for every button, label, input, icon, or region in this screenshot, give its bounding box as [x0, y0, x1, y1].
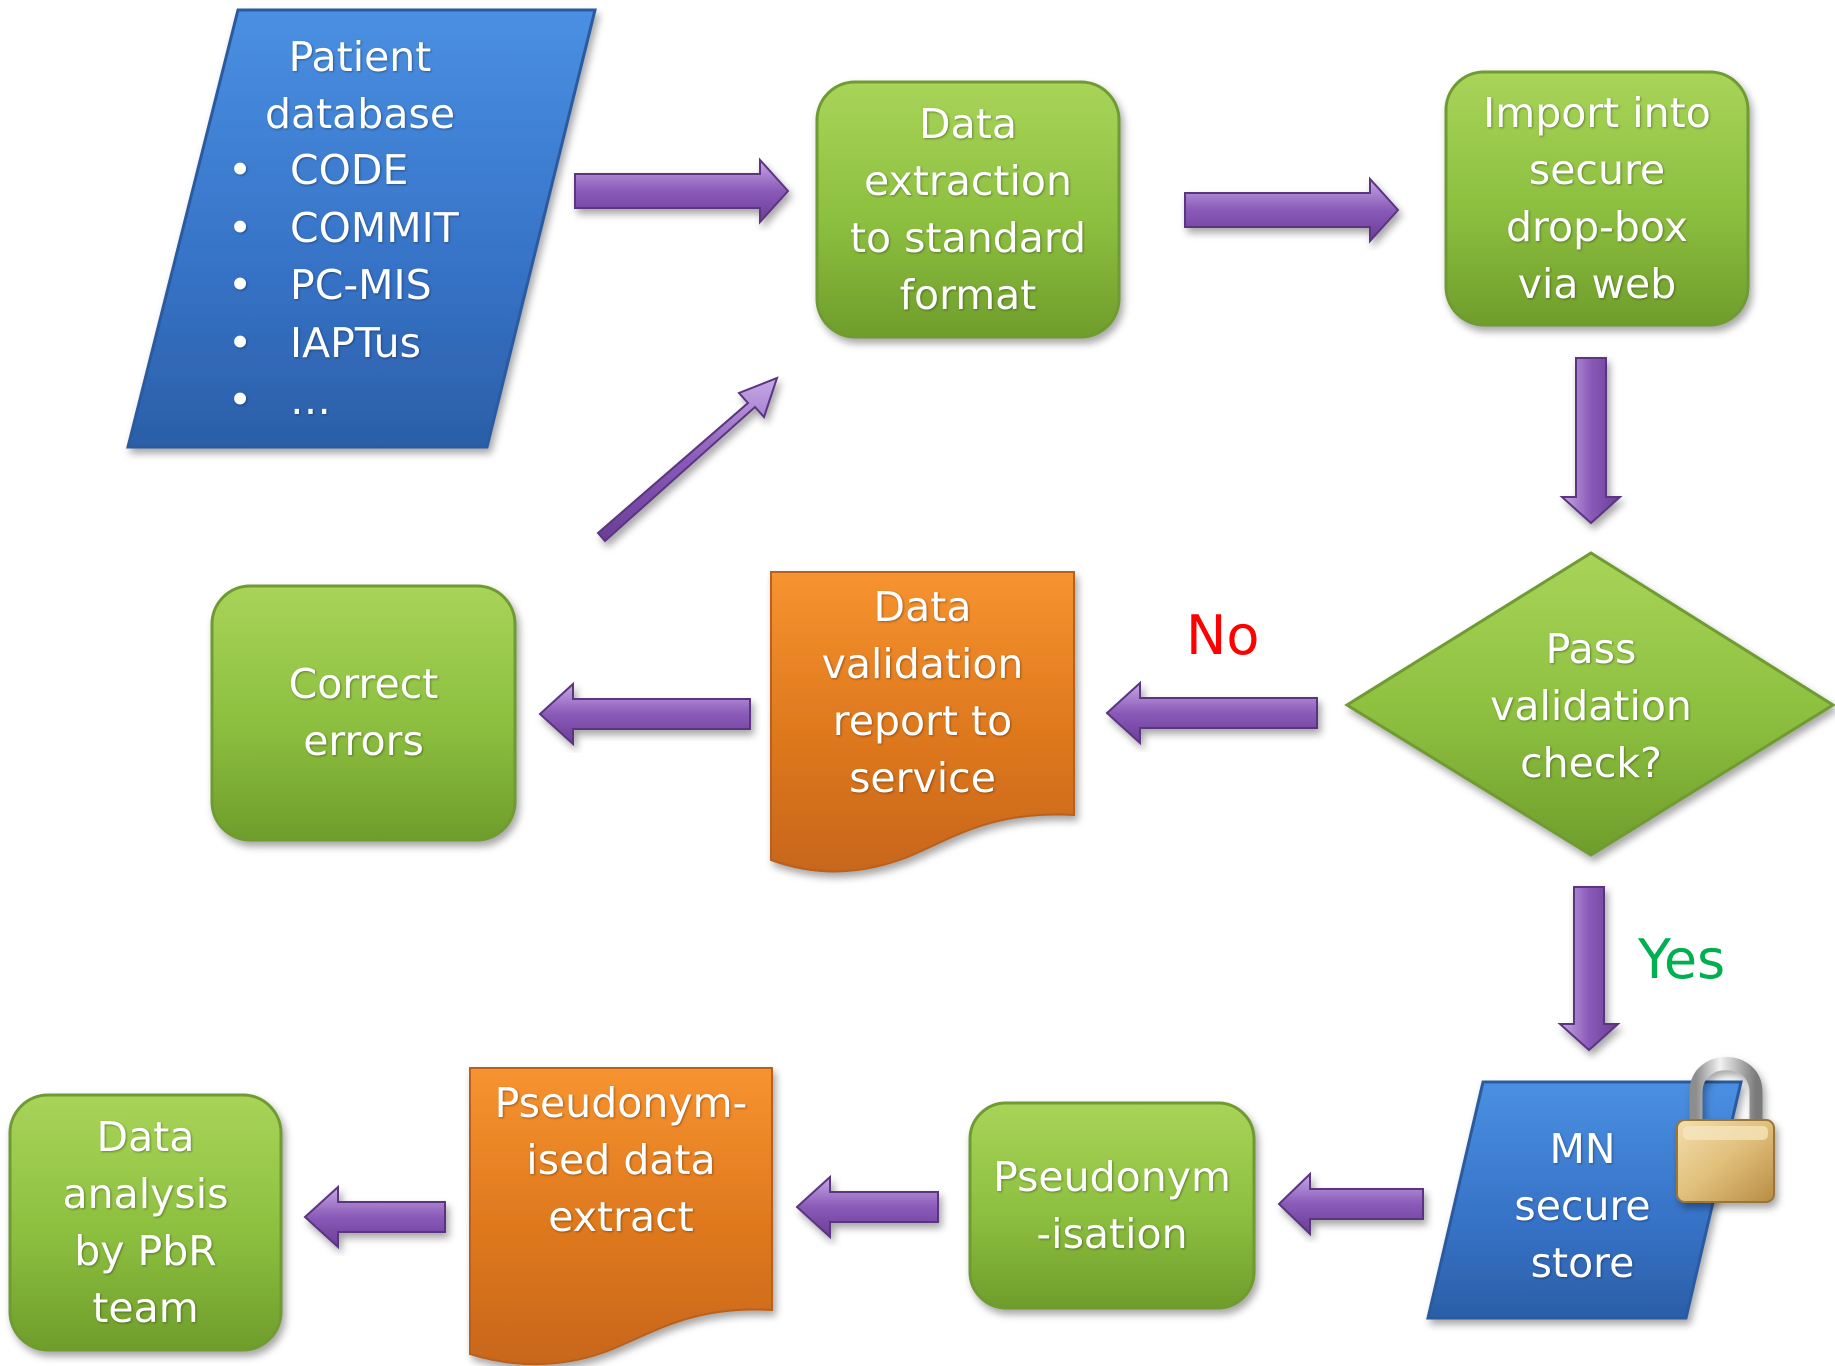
label-line: analysis [62, 1169, 229, 1218]
arrow-validation-no-to-report [1105, 680, 1318, 746]
arrow-store-to-pseudonymisation [1277, 1171, 1424, 1237]
pseudonymised-extract-label: Pseudonym- ised data extract [470, 1074, 772, 1246]
arrow-extraction-to-import [1184, 176, 1400, 244]
label-line: secure [1528, 145, 1666, 194]
list-item: • CODE [228, 142, 548, 200]
list-item-label: IAPTus [290, 318, 422, 367]
label-line: Data [873, 583, 972, 631]
patient-database-list: • CODE • COMMIT • PC-MIS • IAPTus • … [228, 142, 548, 430]
label-line: Pseudonym [993, 1152, 1231, 1201]
label-line: ised data [526, 1135, 716, 1184]
label-line: drop-box [1506, 202, 1688, 251]
correct-errors-label: Correct errors [212, 586, 515, 840]
label-line: format [899, 270, 1037, 319]
label-line: to standard [849, 213, 1087, 262]
data-extraction-label: Data extraction to standard format [817, 82, 1119, 337]
label-line: errors [303, 717, 424, 765]
label-line: Pseudonym- [494, 1078, 748, 1127]
pseudonymised-extract-shape [469, 1067, 773, 1366]
arrow-extract-to-analysis [303, 1184, 446, 1250]
label-line: secure [1514, 1181, 1651, 1230]
arrow-pseudonymisation-to-extract [795, 1174, 939, 1240]
correct-errors-shape [210, 584, 517, 842]
label-line: via web [1517, 259, 1677, 308]
validation-check-shape [1344, 551, 1835, 857]
patient-database-shape [126, 8, 597, 449]
pseudonymisation-label: Pseudonym -isation [970, 1103, 1254, 1308]
bullet-icon: • [228, 203, 253, 252]
label-line: extraction [864, 156, 1072, 205]
pseudonymisation-shape [968, 1101, 1256, 1310]
import-dropbox-label: Import into secure drop-box via web [1446, 72, 1748, 325]
patient-database-title-line: Patient [288, 33, 432, 81]
secure-store-label: MN secure store [1440, 1120, 1725, 1292]
list-item: • IAPTus [228, 315, 548, 373]
bullet-icon: • [228, 146, 253, 194]
label-line: store [1530, 1238, 1635, 1287]
label-line: extract [548, 1192, 694, 1241]
list-item: • … [228, 372, 548, 430]
list-item-label: PC-MIS [290, 261, 432, 309]
arrow-report-to-correct-errors [538, 681, 751, 747]
data-analysis-label: Data analysis by PbR team [10, 1095, 281, 1350]
arrow-database-to-extraction [574, 157, 790, 225]
validation-check-label: Pass validation check? [1441, 620, 1741, 792]
data-analysis-shape [8, 1093, 283, 1352]
patient-database-title: Patient database [220, 28, 500, 144]
label-line: MN [1549, 1124, 1616, 1173]
label-line: team [92, 1283, 199, 1332]
bullet-icon: • [228, 376, 253, 424]
arrow-validation-yes-to-store [1557, 886, 1621, 1052]
padlock-icon [1676, 1057, 1775, 1203]
label-line: Pass [1545, 624, 1637, 673]
label-line: by PbR [74, 1226, 217, 1275]
label-line: Data [96, 1112, 195, 1161]
label-line: report to [832, 697, 1013, 745]
patient-database-title-line: database [264, 90, 456, 138]
import-dropbox-shape [1444, 70, 1750, 327]
label-line: check? [1520, 738, 1662, 787]
no-branch-label: No [1186, 604, 1260, 667]
bullet-icon: • [228, 261, 253, 309]
label-line: Import into [1483, 88, 1711, 137]
yes-branch-label: Yes [1638, 928, 1726, 991]
label-line: service [849, 754, 996, 802]
label-line: validation [1490, 681, 1692, 730]
bullet-icon: • [228, 318, 253, 367]
label-line: Data [919, 99, 1017, 148]
list-item-label: CODE [290, 146, 409, 194]
list-item-label: COMMIT [290, 203, 459, 252]
data-extraction-shape [815, 80, 1121, 339]
label-line: validation [821, 640, 1024, 688]
validation-report-shape [770, 571, 1075, 873]
label-line: Correct [288, 660, 439, 708]
validation-report-label: Data validation report to service [771, 578, 1074, 808]
secure-store-shape [1426, 1080, 1743, 1320]
list-item: • PC-MIS [228, 257, 548, 315]
arrow-import-to-validation [1559, 357, 1623, 525]
list-item-label: … [290, 376, 331, 424]
label-line: -isation [1036, 1209, 1188, 1258]
arrow-correct-errors-to-extraction [596, 376, 779, 543]
list-item: • COMMIT [228, 200, 548, 258]
